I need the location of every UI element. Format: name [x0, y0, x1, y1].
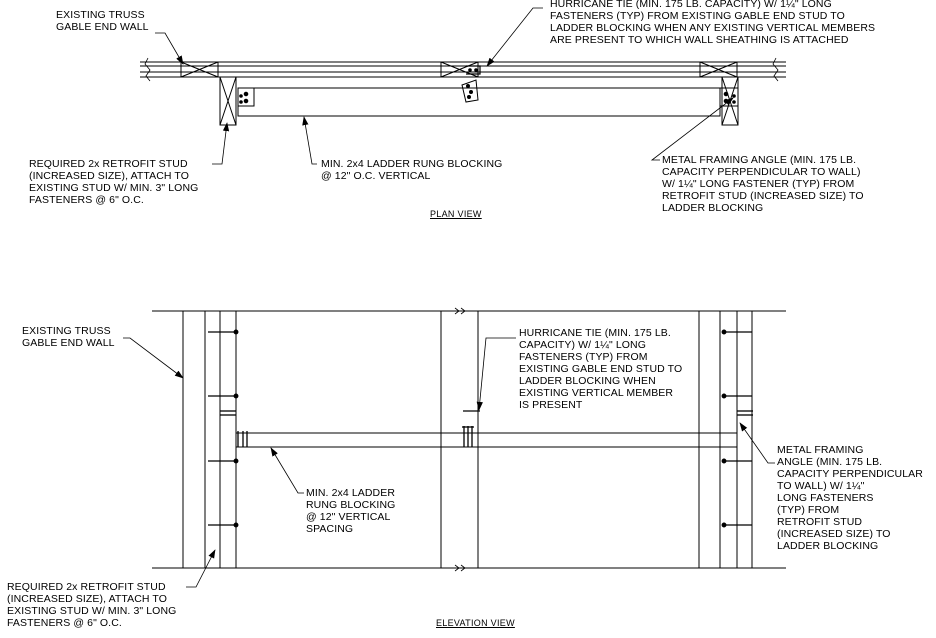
plan-note-retrofit-stud: REQUIRED 2x RETROFIT STUD (INCREASED SIZ… [29, 158, 199, 206]
elevation-fasteners-left [208, 329, 248, 528]
plan-framing-angle-left [238, 87, 255, 107]
elevation-existing-stud-middle [440, 311, 479, 568]
plan-note-hurricane-tie: HURRICANE TIE (MIN. 175 LB. CAPACITY) W/… [550, 0, 876, 46]
plan-retrofit-stud-left [219, 76, 237, 126]
elevation-note-retrofit-stud: REQUIRED 2x RETROFIT STUD (INCREASED SIZ… [7, 581, 177, 629]
plan-note-framing-angle: METAL FRAMING ANGLE (MIN. 175 LB. CAPACI… [662, 154, 864, 214]
plan-leaders [155, 7, 734, 165]
elevation-hurricane-tie [462, 410, 480, 447]
plan-ladder-blocking [237, 87, 721, 117]
plan-view-drawing [140, 57, 786, 126]
elevation-ladder-blocking [235, 432, 738, 448]
elevation-view-drawing [152, 307, 786, 572]
elevation-note-existing-truss: EXISTING TRUSS GABLE END WALL [22, 325, 115, 349]
elevation-fasteners-right [721, 329, 753, 528]
elevation-leaders [123, 337, 775, 588]
elevation-note-framing-angle: METAL FRAMING ANGLE (MIN. 175 LB. CAPACI… [777, 444, 923, 552]
plan-truss-left [180, 61, 219, 78]
plan-view-title: PLAN VIEW [430, 209, 482, 219]
plan-note-existing-truss: EXISTING TRUSS GABLE END WALL [56, 9, 149, 33]
plan-wall-band [140, 57, 786, 82]
elevation-note-hurricane-tie: HURRICANE TIE (MIN. 175 LB. CAPACITY) W/… [519, 327, 683, 411]
elevation-retrofit-stud-right [736, 311, 753, 568]
elevation-existing-stud-right [698, 311, 721, 568]
elevation-retrofit-stud-left [219, 311, 237, 568]
plan-note-ladder-blocking: MIN. 2x4 LADDER RUNG BLOCKING @ 12" O.C.… [321, 158, 503, 182]
elevation-existing-stud-left [182, 311, 206, 568]
plan-hurricane-tie [461, 65, 481, 103]
plan-truss-middle [440, 61, 479, 78]
plan-truss-right [699, 61, 738, 78]
elevation-view-title: ELEVATION VIEW [436, 618, 515, 628]
elevation-note-ladder-blocking: MIN. 2x4 LADDER RUNG BLOCKING @ 12" VERT… [306, 487, 396, 535]
